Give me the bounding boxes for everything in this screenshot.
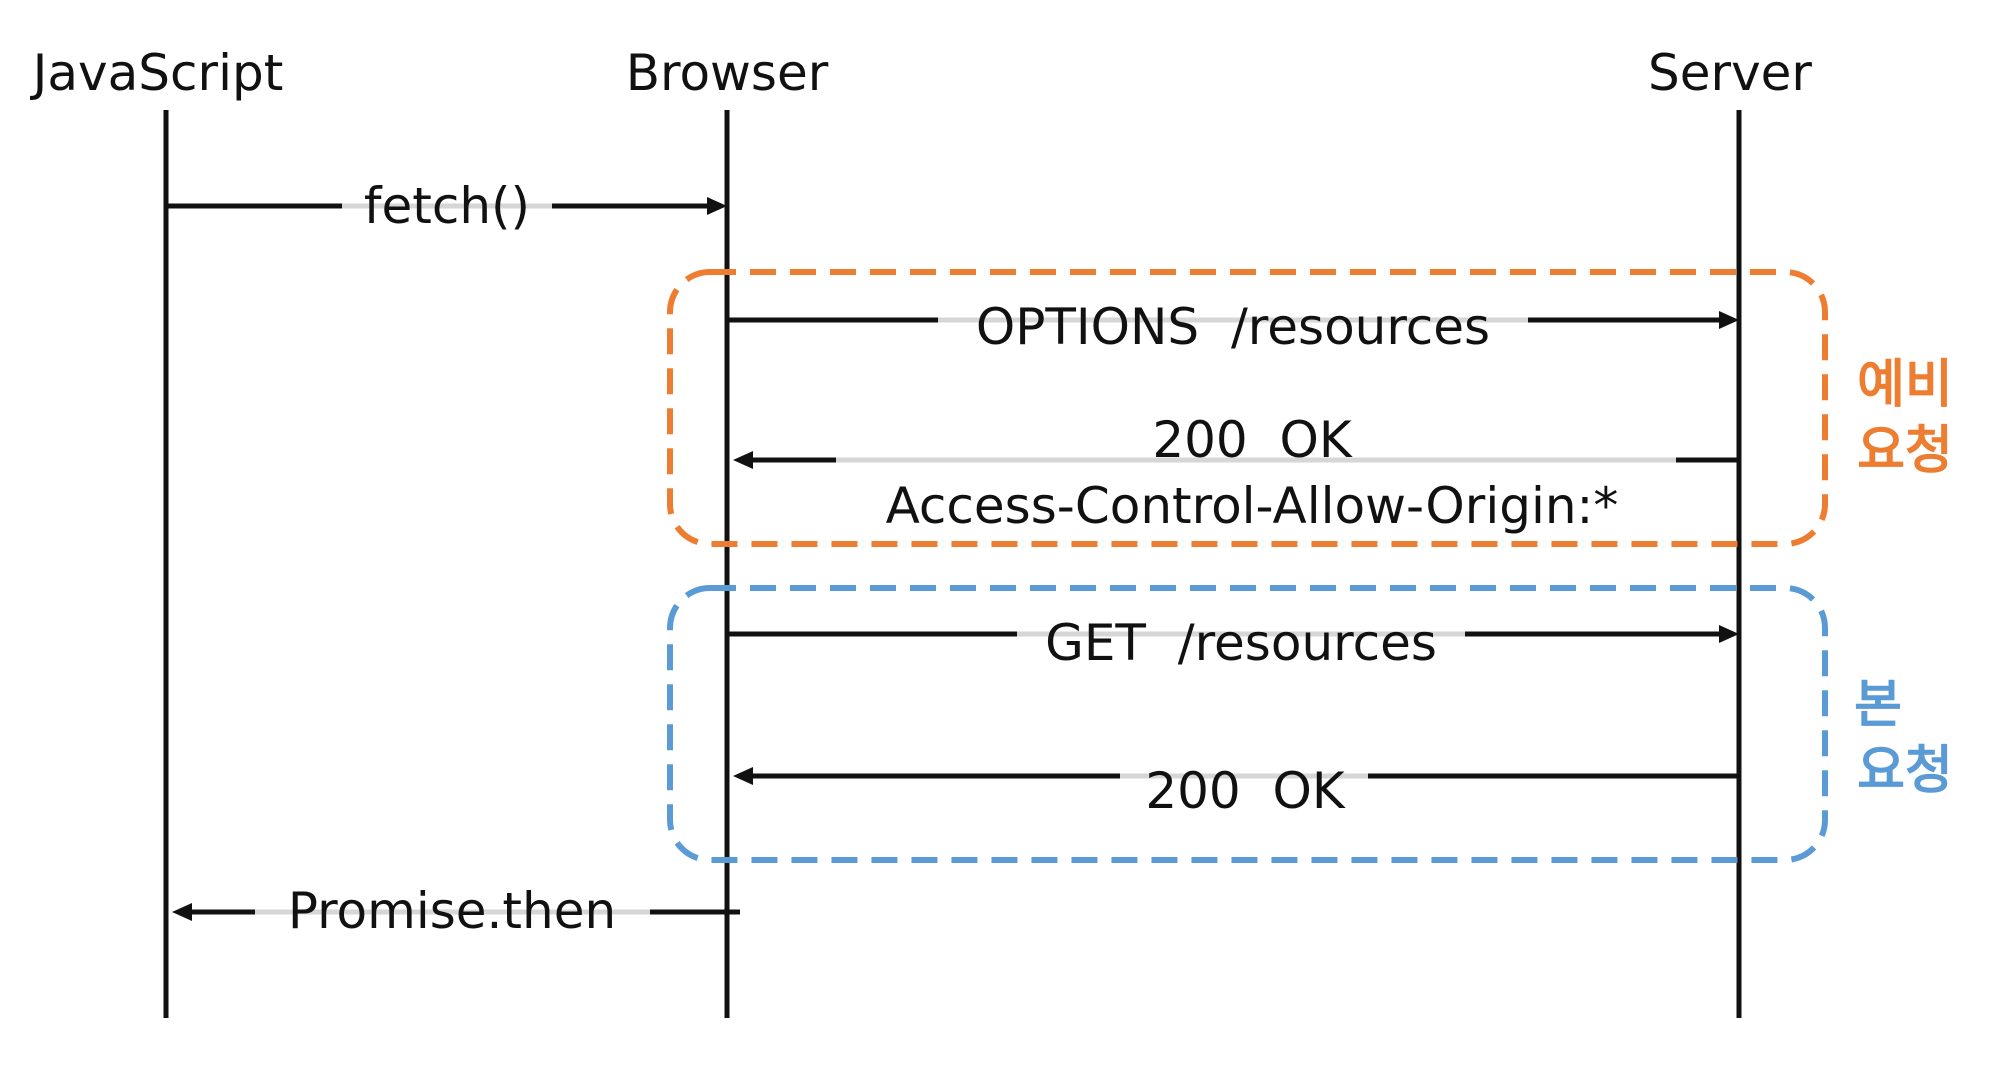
preflight-request-box bbox=[667, 269, 1828, 547]
arrow-head-icon bbox=[1719, 311, 1739, 329]
message-options: OPTIONS /resources bbox=[727, 298, 1739, 356]
actual-label-line1: 본 bbox=[1854, 675, 1902, 735]
arrow-head-icon bbox=[172, 903, 192, 921]
message-label-get: GET /resources bbox=[1045, 614, 1437, 672]
arrow-head-icon bbox=[1719, 625, 1739, 643]
preflight-label-line1: 예비 bbox=[1857, 355, 1953, 415]
arrow-head-icon bbox=[707, 197, 727, 215]
message-fetch: fetch() bbox=[166, 177, 727, 235]
message-label-actual-ok: 200 OK bbox=[1145, 762, 1346, 820]
message-actual-response: 200 OK bbox=[733, 762, 1739, 820]
actual-label-line2: 요청 bbox=[1857, 741, 1953, 801]
actor-label-browser: Browser bbox=[626, 44, 829, 102]
message-label-preflight-ok: 200 OK bbox=[1152, 411, 1353, 469]
message-label-promise-then: Promise.then bbox=[288, 882, 616, 940]
actor-label-javascript: JavaScript bbox=[30, 44, 284, 102]
arrow-head-icon bbox=[733, 767, 753, 785]
message-label-options: OPTIONS /resources bbox=[976, 298, 1490, 356]
message-get: GET /resources bbox=[727, 614, 1739, 672]
actor-label-server: Server bbox=[1648, 44, 1812, 102]
message-label-fetch: fetch() bbox=[364, 177, 530, 235]
message-label-allow-origin: Access-Control-Allow-Origin:* bbox=[886, 477, 1619, 535]
message-preflight-response: 200 OK Access-Control-Allow-Origin:* bbox=[733, 411, 1739, 535]
preflight-label-line2: 요청 bbox=[1857, 421, 1953, 481]
message-promise-then: Promise.then bbox=[172, 882, 740, 940]
arrow-head-icon bbox=[733, 451, 753, 469]
actual-request-box bbox=[667, 585, 1828, 863]
